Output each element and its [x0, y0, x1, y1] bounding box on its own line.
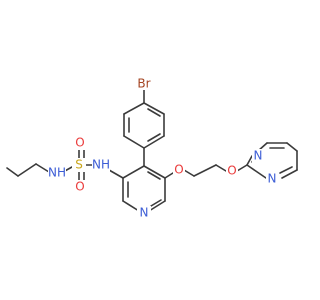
bond-propyl-2: [17, 163, 37, 177]
molecule-canvas: Br NH S O O NH N O O N N: [6, 76, 298, 220]
bond-pyr-3: [122, 200, 140, 212]
bond-pyr-1: [122, 165, 145, 179]
atom-pyrimidine2-n3: N: [268, 172, 277, 186]
bond-pyr2-4: [286, 142, 298, 152]
atom-pyrimidine2-n1: N: [254, 149, 263, 163]
bond-pyr-double-2: [147, 171, 161, 180]
bond-ring-nh: [108, 169, 124, 179]
mask-nh-2: [48, 166, 66, 180]
mask-n-1: [137, 206, 151, 220]
bond-pyr2-6: [281, 169, 298, 179]
mask-o-1: [173, 163, 185, 177]
atom-pyrimidine-n1: N: [140, 206, 149, 220]
bond-ch2-ch2: [193, 164, 217, 177]
atom-nh-sulfonamide: NH: [92, 158, 110, 172]
bond-pyr-4: [148, 200, 166, 212]
bond-phenyl-1: [123, 102, 145, 115]
mask-br: [131, 76, 157, 90]
atom-ether-oxygen-2: O: [227, 164, 236, 178]
bond-pyr-double-3: [150, 199, 162, 207]
atom-oxygen-lower: O: [75, 180, 84, 194]
bond-phenyl-3: [123, 135, 145, 149]
bond-nh-propyl-1: [35, 163, 50, 173]
bond-o-pyrimidine2: [236, 164, 248, 172]
bond-propyl-3: [6, 167, 19, 177]
bond-phenyl-double-2: [147, 133, 161, 142]
atom-nh-propyl: NH: [48, 166, 66, 180]
bond-o-ch2-1: [183, 169, 195, 177]
bond-pyr2-7: [246, 164, 267, 179]
mask-n-pyr2-1: [252, 149, 264, 163]
bond-pyr2-1: [246, 155, 253, 166]
label-masks: [48, 76, 278, 220]
bond-ch2-o-2: [215, 164, 227, 172]
bonds: [6, 89, 298, 212]
bond-pyr2-double-3: [279, 166, 293, 174]
atom-oxygen-upper: O: [75, 136, 84, 150]
mask-o-2: [226, 164, 238, 178]
molecule-structure: Br NH S O O NH N O O N N: [6, 76, 298, 220]
mask-o-lower: [74, 180, 86, 194]
atom-labels: Br NH S O O NH N O O N N: [48, 77, 276, 220]
mask-s: [72, 158, 86, 172]
bond-phenyl-4: [143, 135, 165, 149]
atom-sulfur: S: [75, 158, 83, 172]
bond-pyr-6: [143, 165, 166, 179]
bond-phenyl-double-3: [147, 108, 161, 117]
atom-ether-oxygen-1: O: [174, 163, 183, 177]
bond-pyr-o: [164, 172, 174, 179]
mask-n-pyr2-2: [266, 172, 278, 186]
bond-phenyl-6: [143, 102, 165, 115]
atom-bromine: Br: [137, 77, 150, 91]
mask-nh-1: [92, 158, 110, 172]
mask-o-upper: [74, 136, 86, 150]
